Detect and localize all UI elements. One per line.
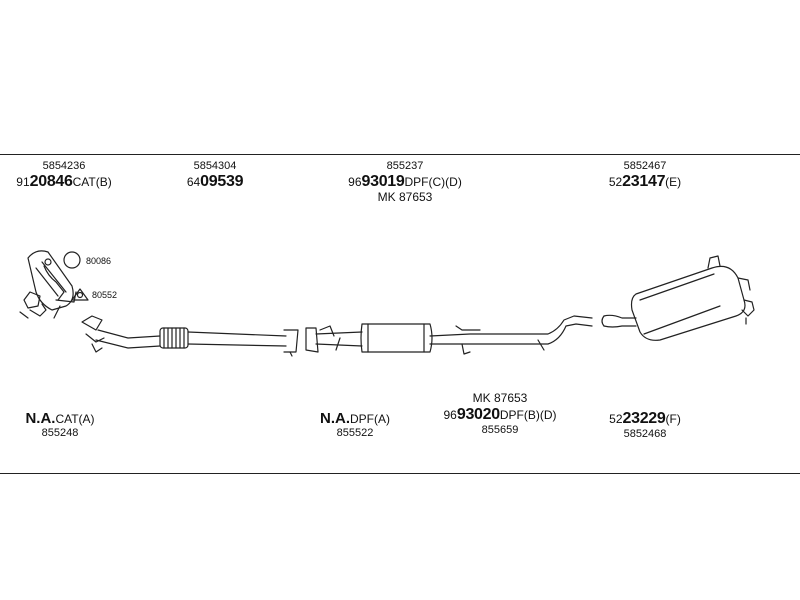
part-label-top-2[interactable]: 5854304 6409539: [160, 160, 270, 191]
callout-label: 80552: [92, 290, 117, 300]
part-number: 9693020DPF(B)(D): [443, 405, 557, 423]
part-number: N.A.DPF(A): [320, 410, 390, 427]
ref-number: 5852467: [623, 160, 667, 172]
ref-number: 5854236: [42, 160, 86, 172]
part-number: 9120846CAT(B): [16, 172, 112, 190]
ref-number: 5852468: [623, 428, 667, 441]
ref-number: 855659: [481, 424, 519, 437]
bottom-divider: [0, 473, 800, 474]
part-label-bottom-3[interactable]: MK 87653 9693020DPF(B)(D) 855659: [420, 391, 580, 437]
part-label-top-1[interactable]: 5854236 9120846CAT(B): [8, 160, 120, 191]
ref-number: 855237: [386, 160, 424, 172]
part-label-bottom-1[interactable]: N.A.CAT(A) 855248: [10, 410, 110, 440]
ref-number: 855248: [41, 427, 79, 440]
part-number: N.A.CAT(A): [25, 410, 95, 427]
part-label-top-3[interactable]: 855237 9693019DPF(C)(D) MK 87653: [330, 160, 480, 205]
front-pipe[interactable]: [81, 315, 299, 357]
rear-silencer[interactable]: [601, 255, 755, 341]
mk-number: MK 87653: [472, 391, 528, 405]
triangle-gasket-icon: [71, 288, 89, 301]
flex-section: [159, 327, 189, 349]
circle-gasket-icon: [63, 251, 81, 269]
top-divider: [0, 154, 800, 155]
part-label-bottom-4[interactable]: 5223229(F) 5852468: [590, 410, 700, 441]
ref-number: 5854304: [193, 160, 237, 172]
part-label-top-4[interactable]: 5852467 5223147(E): [590, 160, 700, 191]
callout-label: 80086: [86, 256, 111, 266]
catalytic-converter-front[interactable]: [19, 250, 77, 319]
part-number: 6409539: [186, 172, 244, 190]
mk-number: MK 87653: [377, 190, 433, 205]
dpf-section[interactable]: [305, 315, 593, 355]
part-label-bottom-2[interactable]: N.A.DPF(A) 855522: [300, 410, 410, 440]
part-number: 5223229(F): [609, 410, 681, 427]
ref-number: 855522: [336, 427, 374, 440]
part-number: 5223147(E): [608, 172, 682, 190]
part-number: 9693019DPF(C)(D): [348, 172, 462, 190]
